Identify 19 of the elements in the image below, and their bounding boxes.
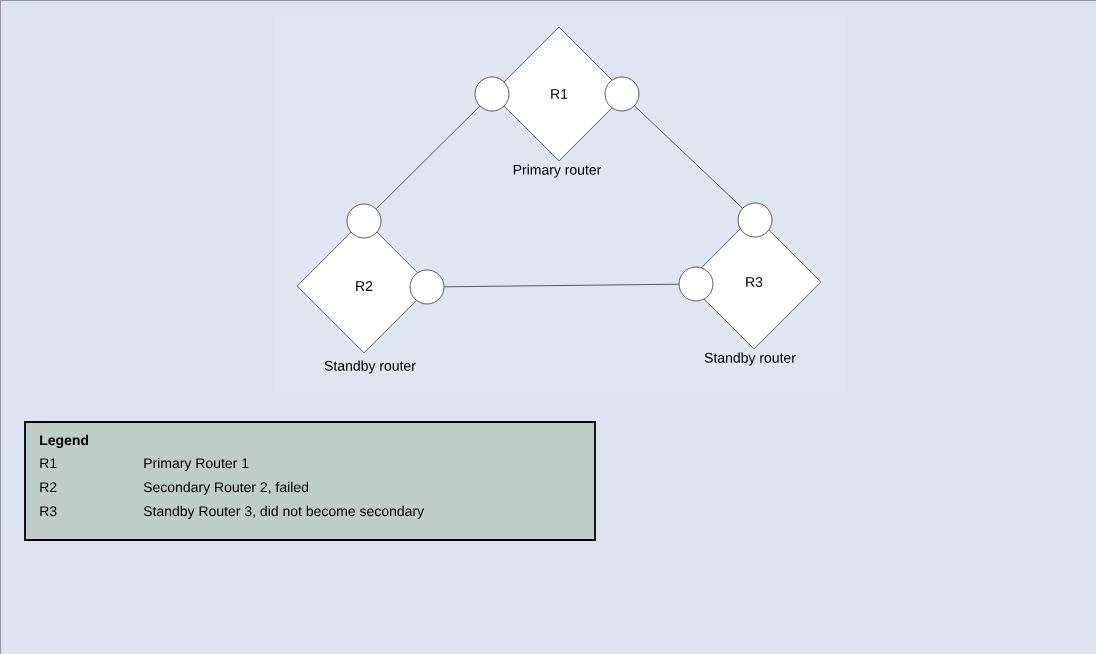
- connection-line: [375, 105, 481, 210]
- router-caption: Standby router: [324, 360, 416, 374]
- connection-line: [444, 283, 679, 288]
- legend-key: R3: [40, 506, 57, 517]
- legend-key: R2: [40, 482, 57, 492]
- legend-heading: Legend: [40, 434, 89, 448]
- connection-line: [634, 105, 743, 209]
- port-circle: [678, 266, 714, 302]
- port-circle: [474, 76, 510, 112]
- port-circle: [604, 76, 640, 112]
- port-circle: [346, 203, 382, 239]
- legend-description: Standby Router 3, did not become secondary: [143, 505, 425, 519]
- port-circle: [737, 202, 773, 238]
- legend-description: Primary Router 1: [144, 457, 249, 471]
- legend-description: Secondary Router 2, failed: [143, 481, 309, 495]
- port-circle: [409, 269, 445, 305]
- router-caption: Primary router: [513, 164, 602, 178]
- router-caption: Standby router: [704, 352, 796, 366]
- legend-key: R1: [40, 458, 57, 468]
